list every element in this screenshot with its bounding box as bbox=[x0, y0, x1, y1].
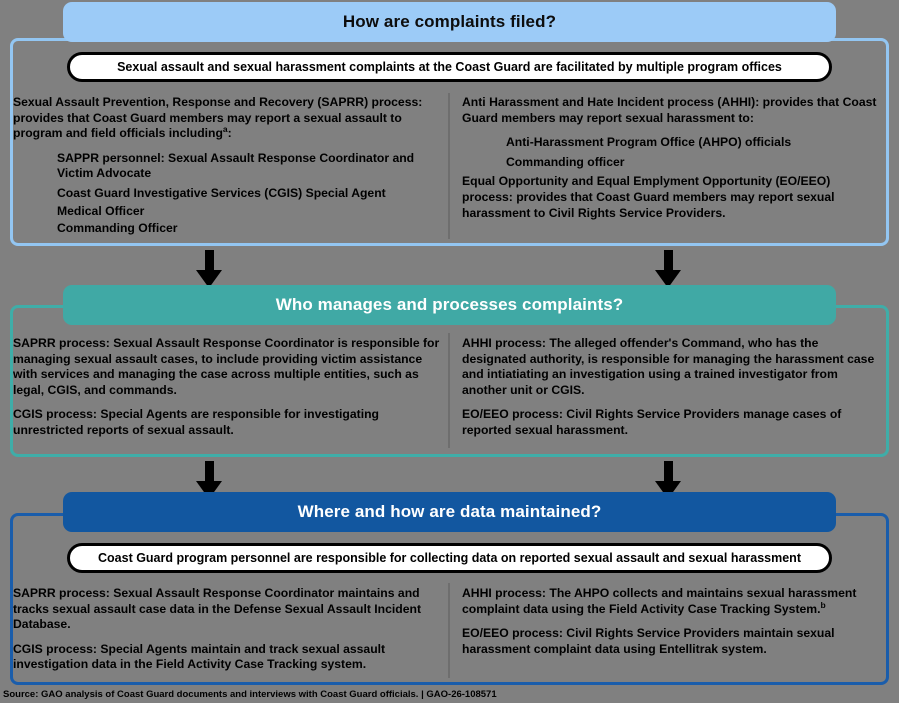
section-1-capsule: Sexual assault and sexual harassment com… bbox=[67, 52, 832, 82]
eoeeo-lead-paragraph: Equal Opportunity and Equal Emplyment Op… bbox=[462, 174, 882, 221]
saprr-lead-rest: provides that Coast Guard members may re… bbox=[13, 110, 402, 141]
section-3-capsule-text: Coast Guard program personnel are respon… bbox=[98, 551, 801, 565]
eoeeo-manage-bold: EO/EEO process: bbox=[462, 407, 563, 422]
saprr-lead-suffix: : bbox=[227, 126, 232, 141]
ahhi-manage-bold: AHHI process: bbox=[462, 336, 546, 350]
eoeeo-data-bold: EO/EEO process: bbox=[462, 626, 563, 641]
section-2-header-label: Who manages and processes complaints? bbox=[275, 295, 624, 314]
footnote-marker-b: b bbox=[820, 599, 826, 610]
section-3-left-column: SAPRR process: Sexual Assault Response C… bbox=[13, 586, 441, 673]
cgis-manage-paragraph: CGIS process: Special Agents are respons… bbox=[13, 407, 441, 438]
section-2-left-column: SAPRR process: Sexual Assault Response C… bbox=[13, 336, 441, 439]
section-2-column-divider bbox=[448, 333, 450, 448]
section-1-capsule-text: Sexual assault and sexual harassment com… bbox=[117, 60, 782, 74]
ahhi-lead-rest: provides that Coast Guard members may re… bbox=[462, 95, 877, 125]
section-1-right-column: Anti Harassment and Hate Incident proces… bbox=[462, 95, 882, 221]
ahhi-manage-rest: The alleged offender's Command, who has … bbox=[462, 336, 875, 397]
arrow-left-section1-to-section2 bbox=[196, 250, 222, 288]
section-2-header: Who manages and processes complaints? bbox=[63, 285, 836, 325]
ahhi-lead-bold: Anti Harassment and Hate Incident proces… bbox=[462, 95, 760, 109]
section-1-header-label: How are complaints filed? bbox=[342, 12, 557, 31]
section-3-right-column: AHHI process: The AHPO collects and main… bbox=[462, 586, 882, 657]
saprr-data-paragraph: SAPRR process: Sexual Assault Response C… bbox=[13, 586, 441, 633]
eoeeo-manage-rest: Civil Rights Service Providers manage ca… bbox=[462, 407, 842, 438]
list-item: Coast Guard Investigative Services (CGIS… bbox=[57, 186, 386, 201]
arrow-right-section1-to-section2 bbox=[655, 250, 681, 288]
cgis-data-rest: Special Agents maintain and track sexual… bbox=[13, 641, 386, 672]
arrow-head bbox=[196, 270, 222, 288]
saprr-manage-paragraph: SAPRR process: Sexual Assault Response C… bbox=[13, 336, 441, 398]
section-1-header: How are complaints filed? bbox=[63, 2, 836, 42]
section-1-left-column: Sexual Assault Prevention, Response and … bbox=[13, 95, 441, 239]
list-item: Medical Officer bbox=[57, 203, 145, 218]
source-note: Source: GAO analysis of Coast Guard docu… bbox=[3, 689, 497, 700]
section-3-header-label: Where and how are data maintained? bbox=[297, 502, 602, 521]
saprr-data-bold: SAPRR process: bbox=[13, 586, 110, 600]
saprr-data-rest: Sexual Assault Response Coordinator main… bbox=[13, 586, 422, 632]
saprr-lead-paragraph: Sexual Assault Prevention, Response and … bbox=[13, 95, 441, 142]
cgis-manage-rest: Special Agents are responsible for inves… bbox=[13, 407, 379, 438]
list-item: Anti-Harassment Program Office (AHPO) of… bbox=[506, 135, 792, 150]
list-item: Commanding Officer bbox=[57, 221, 178, 236]
arrow-shaft bbox=[664, 461, 673, 483]
arrow-shaft bbox=[205, 250, 214, 272]
cgis-data-paragraph: CGIS process: Special Agents maintain an… bbox=[13, 642, 441, 673]
list-item: Commanding officer bbox=[506, 154, 625, 169]
eoeeo-manage-paragraph: EO/EEO process: Civil Rights Service Pro… bbox=[462, 407, 882, 438]
section-3-capsule: Coast Guard program personnel are respon… bbox=[67, 543, 832, 573]
saprr-manage-rest: Sexual Assault Response Coordinator is r… bbox=[13, 336, 440, 397]
arrow-shaft bbox=[205, 461, 214, 483]
cgis-manage-bold: CGIS process: bbox=[13, 407, 97, 422]
cgis-data-bold: CGIS process: bbox=[13, 641, 97, 656]
eoeeo-data-paragraph: EO/EEO process: Civil Rights Service Pro… bbox=[462, 626, 882, 657]
section-3-header: Where and how are data maintained? bbox=[63, 492, 836, 532]
eoeeo-data-rest: Civil Rights Service Providers maintain … bbox=[462, 626, 835, 656]
list-item: SAPPR personnel: Sexual Assault Response… bbox=[57, 150, 415, 181]
footnote-marker-a: a bbox=[222, 124, 228, 135]
section-2-right-column: AHHI process: The alleged offender's Com… bbox=[462, 336, 882, 439]
ahhi-manage-paragraph: AHHI process: The alleged offender's Com… bbox=[462, 336, 882, 398]
ahhi-data-rest: The AHPO collects and maintains sexual h… bbox=[462, 586, 857, 616]
saprr-lead-bold: Sexual Assault Prevention, Response and … bbox=[13, 95, 423, 109]
ahhi-data-paragraph: AHHI process: The AHPO collects and main… bbox=[462, 586, 882, 617]
section-3-column-divider bbox=[448, 583, 450, 678]
saprr-manage-bold: SAPRR process: bbox=[13, 336, 110, 350]
ahhi-lead-paragraph: Anti Harassment and Hate Incident proces… bbox=[462, 95, 882, 126]
eoeeo-lead-bold: Equal Opportunity and Equal Emplyment Op… bbox=[462, 174, 831, 205]
arrow-shaft bbox=[664, 250, 673, 272]
eoeeo-lead-rest: provides that Coast Guard members may re… bbox=[462, 190, 835, 220]
ahhi-data-bold: AHHI process: bbox=[462, 586, 546, 600]
section-1-column-divider bbox=[448, 93, 450, 239]
arrow-head bbox=[655, 270, 681, 288]
